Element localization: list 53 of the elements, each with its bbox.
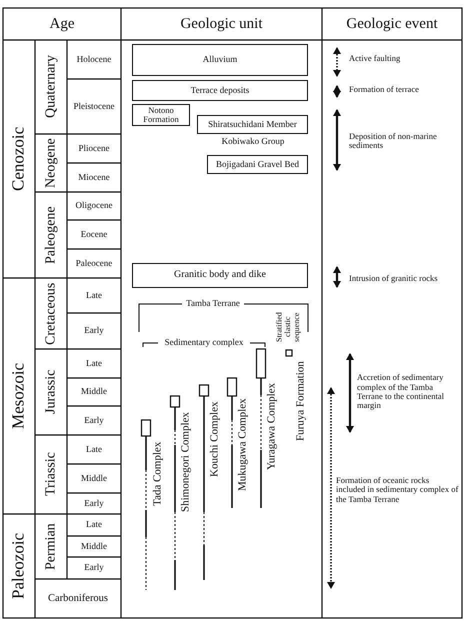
- epoch-label: Pliocene: [78, 142, 110, 155]
- complex-label: Furuya Formation: [293, 360, 308, 443]
- era-label: Mesozoic: [8, 362, 29, 432]
- complex-label: Yuragawa Complex: [264, 381, 278, 472]
- epoch-label: Early: [83, 496, 105, 510]
- complex-label: Mukugawa Complex: [235, 398, 250, 493]
- epoch-label: Eocene: [80, 228, 108, 241]
- epoch-label: Oligocene: [74, 199, 114, 212]
- epoch-label: Late: [85, 288, 103, 302]
- period-label: Triassic: [42, 452, 60, 498]
- event-label: Intrusion of granitic rocks: [349, 272, 439, 286]
- period-label: Carboniferous: [46, 592, 110, 606]
- event-label: Formation of terrace: [349, 83, 420, 96]
- period-label: Permian: [42, 522, 60, 572]
- epoch-label: Middle: [80, 385, 108, 398]
- complex-label: Kouchi Complex: [207, 400, 222, 479]
- unit-box: Terrace deposits: [132, 80, 308, 101]
- complex-label: Shimonegori Complex: [178, 411, 192, 514]
- epoch-label: Holocene: [76, 52, 112, 66]
- unit-box: Granitic body and dike: [132, 263, 308, 288]
- complex-label: Tada Complex: [150, 440, 164, 508]
- column-header: Geologic event: [345, 14, 439, 34]
- era-label: Paleozoic: [8, 532, 29, 602]
- epoch-label: Early: [83, 324, 105, 338]
- unit-box: Bojigadani Gravel Bed: [207, 155, 308, 174]
- group-label: Sedimentary complex: [158, 337, 250, 349]
- epoch-label: Late: [85, 442, 103, 456]
- group-label: Stratified clastic sequence: [273, 311, 302, 344]
- event-label: Formation of oceanic rocks included in sedimentary complex of the Tamba Terrane: [336, 474, 460, 506]
- era-label: Cenozoic: [8, 126, 29, 194]
- period-label: Quaternary: [42, 54, 60, 120]
- period-label: Jurassic: [42, 368, 60, 416]
- column-header: Age: [48, 14, 76, 34]
- unit-box: Shiratsuchidani Member: [197, 115, 308, 134]
- period-label: Cretaceous: [42, 281, 60, 347]
- period-label: Paleogene: [42, 205, 60, 266]
- event-label: Active faulting: [349, 52, 402, 66]
- epoch-label: Late: [85, 356, 103, 370]
- epoch-label: Pleistocene: [72, 100, 116, 113]
- group-label: Kobiwako Group: [220, 135, 286, 148]
- epoch-label: Early: [83, 414, 105, 427]
- event-label: Deposition of non-marine sediments: [349, 130, 438, 152]
- unit-box: Alluvium: [132, 44, 308, 76]
- period-label: Neogene: [42, 137, 60, 190]
- epoch-label: Paleocene: [74, 256, 114, 270]
- epoch-label: Miocene: [77, 170, 111, 184]
- unit-box: Notono Formation: [132, 104, 190, 126]
- epoch-label: Middle: [80, 540, 108, 553]
- epoch-label: Early: [83, 561, 105, 574]
- epoch-label: Middle: [80, 472, 108, 485]
- event-label: Accretion of sedimentary complex of the Tamba Terrane to the continental margin: [357, 371, 445, 412]
- epoch-label: Late: [85, 518, 103, 532]
- column-header: Geologic unit: [179, 14, 264, 34]
